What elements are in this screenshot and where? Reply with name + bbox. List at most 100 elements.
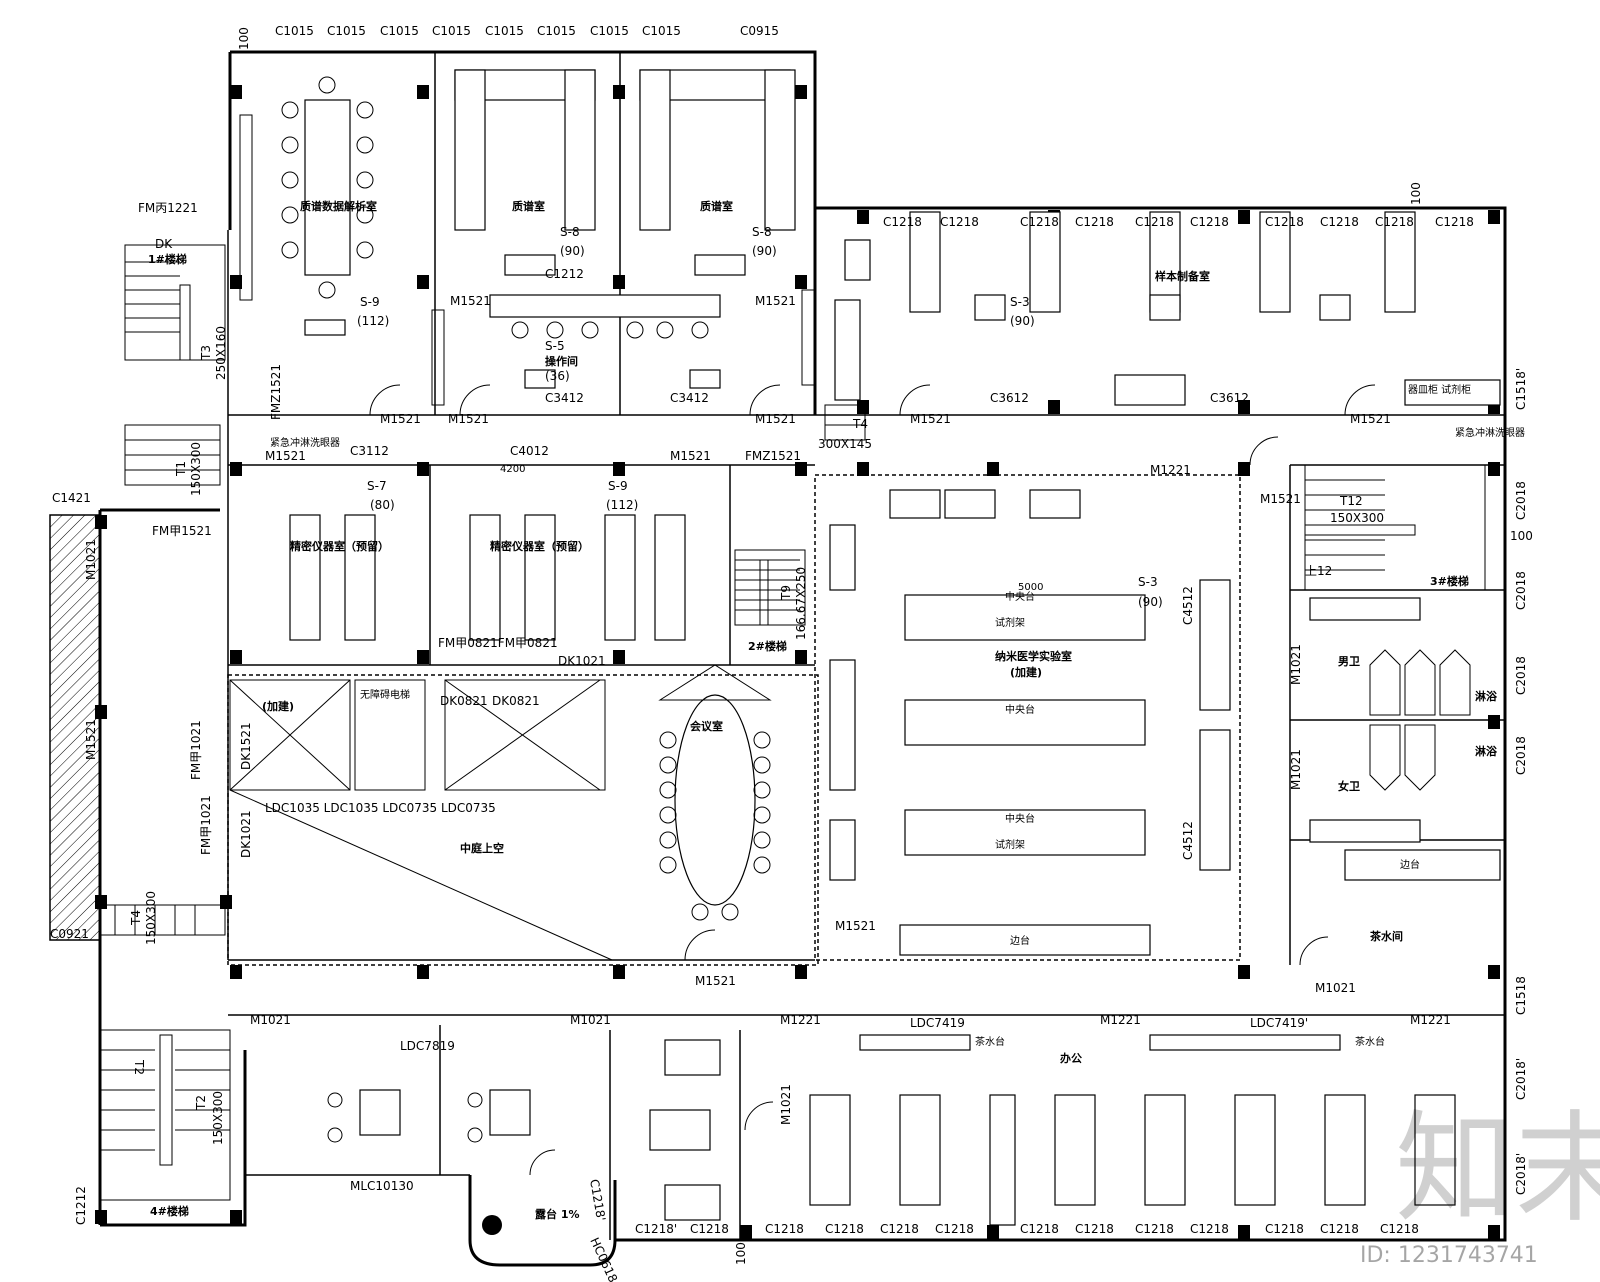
room-shower-2-label: 淋浴	[1475, 744, 1498, 758]
hvac-tag: (90)	[560, 244, 585, 258]
center-table-label: 中央台	[1005, 703, 1035, 716]
room-nano-lab-note: (加建)	[1010, 665, 1042, 679]
door-tag: M1521	[755, 294, 796, 308]
toilet-fixtures	[1309, 597, 1501, 881]
room-mass-1-label: 质谱室	[512, 199, 545, 213]
hatched-void	[49, 514, 101, 941]
stair-4-label: 4#楼梯	[150, 1204, 189, 1218]
window-tag: C1218	[1020, 215, 1059, 229]
door-tag: M1221	[780, 1013, 821, 1027]
window-tag: C1218	[1075, 1222, 1114, 1236]
window-tag: C2018'	[1514, 1058, 1528, 1100]
room-tea-label: 茶水间	[1369, 929, 1403, 943]
door-tag: DK0821	[440, 694, 488, 708]
window-tag: C1421	[52, 491, 91, 505]
room-shower-1-label: 淋浴	[1475, 689, 1498, 703]
top-window-tags: C1015 C1015 C1015 C1015 C1015 C1015 C101…	[275, 24, 779, 38]
stair-2-label: 2#楼梯	[748, 639, 787, 653]
window-tag: C1218	[1265, 1222, 1304, 1236]
door-tag: M1021	[250, 1013, 291, 1027]
stair-tags: T1 150X300 T2 150X300 T3 250X160 T4 300X…	[129, 326, 1384, 1145]
door-tag: M1021	[779, 1084, 793, 1125]
atrium-void	[229, 679, 613, 961]
stair-tag: 300X145	[818, 437, 872, 451]
window-tag: C0921	[50, 927, 89, 941]
watermark-id: ID: 1231743741	[1360, 1243, 1538, 1268]
watermark: 知末 ID: 1231743741	[1360, 1100, 1600, 1268]
window-tag: C1218	[1135, 215, 1174, 229]
room-operation-label: 操作间	[545, 354, 578, 368]
window-tag: C3412	[670, 391, 709, 405]
stair-tag: T4	[852, 417, 868, 431]
tea-table-label: 茶水台	[975, 1035, 1005, 1048]
misc-labels: 紧急冲淋洗眼器 紧急冲淋洗眼器 器皿柜 试剂柜 边台 边台 中央台 试剂架 中央…	[237, 27, 1533, 1265]
door-tag: FM甲1021	[189, 720, 203, 780]
side-table-label: 边台	[1010, 934, 1030, 947]
fume-hoods-sample	[834, 211, 1501, 406]
window-tag: LDC1035 LDC1035 LDC0735 LDC0735	[265, 801, 496, 815]
dimension: 100	[734, 1242, 748, 1265]
door-tag: FM甲1521	[152, 524, 212, 538]
hvac-tag: (112)	[606, 498, 638, 512]
window-tag: C1218	[880, 1222, 919, 1236]
benches-mass-2	[639, 69, 815, 386]
door-tag: M1521	[380, 412, 421, 426]
window-tag: C1218	[1380, 1222, 1419, 1236]
door-tag: M1221	[1100, 1013, 1141, 1027]
door-tag: M1521	[755, 412, 796, 426]
window-tag: C1218	[1265, 215, 1304, 229]
window-tag: C3412	[545, 391, 584, 405]
hvac-tag: S-8	[752, 225, 772, 239]
door-tag: M1521	[910, 412, 951, 426]
nano-lab-boundary	[814, 474, 1241, 961]
window-tag: C2018'	[1514, 1153, 1528, 1195]
stair-tag: 250X160	[214, 326, 228, 380]
office-desks	[327, 1034, 1456, 1226]
benches-mass-1	[454, 69, 596, 276]
stair-3-label: 3#楼梯	[1430, 574, 1469, 588]
door-tags: M1521 M1521 M1521 M1521 M1521 M1521 M152…	[138, 201, 1451, 1282]
stair-tag: T2	[194, 1095, 208, 1111]
window-tag: C1218	[935, 1222, 974, 1236]
window-tag: C2018	[1514, 656, 1528, 695]
room-atrium-label: 中庭上空	[460, 841, 504, 855]
room-office-label: 办公	[1060, 1051, 1082, 1065]
window-tag: C1015	[327, 24, 366, 38]
dimension: 4200	[500, 464, 525, 475]
door-tag: M1221	[1410, 1013, 1451, 1027]
window-tag: C1218	[690, 1222, 729, 1236]
window-tag: C1212	[545, 267, 584, 281]
door-tag: FM甲0821FM甲0821	[438, 636, 558, 650]
door-tag: FMZ1521	[745, 449, 801, 463]
added-zone-boundary	[227, 674, 819, 966]
stair-2	[734, 549, 806, 626]
window-tag: C2018	[1514, 481, 1528, 520]
door-tag: M1221	[1150, 463, 1191, 477]
stair-tag: T4	[129, 910, 143, 926]
bottom-window-tags: C1218' C1218 C1218 C1218 C1218 C1218 C12…	[635, 1222, 1419, 1236]
door-tag: M1521	[695, 974, 736, 988]
window-tag: C1218	[883, 215, 922, 229]
window-tag: C3612	[990, 391, 1029, 405]
hvac-tag: S-8	[560, 225, 580, 239]
door-tag: M1021	[1315, 981, 1356, 995]
stair-tag: 150X300	[189, 442, 203, 496]
structural-columns	[95, 85, 1500, 1239]
stair-3	[1304, 464, 1486, 591]
window-tag: LDC7419'	[1250, 1016, 1308, 1030]
center-table-label: 中央台	[1005, 812, 1035, 825]
window-tag: C4512	[1181, 821, 1195, 860]
window-tag: C1218'	[587, 1178, 608, 1222]
window-tag: C1218	[1190, 215, 1229, 229]
dimension: 5000	[1018, 582, 1043, 593]
door-tag: M1021	[570, 1013, 611, 1027]
window-tag: C1218	[940, 215, 979, 229]
stair-tag: 166.67X250	[794, 567, 808, 640]
door-tag: M1521	[1260, 492, 1301, 506]
tea-table-label: 茶水台	[1355, 1035, 1385, 1048]
stair-tag: T12	[1339, 494, 1363, 508]
window-tag: C1015	[275, 24, 314, 38]
hvac-tag: (80)	[370, 498, 395, 512]
stair-tag: 150X300	[144, 891, 158, 945]
door-tag: DK0821	[492, 694, 540, 708]
